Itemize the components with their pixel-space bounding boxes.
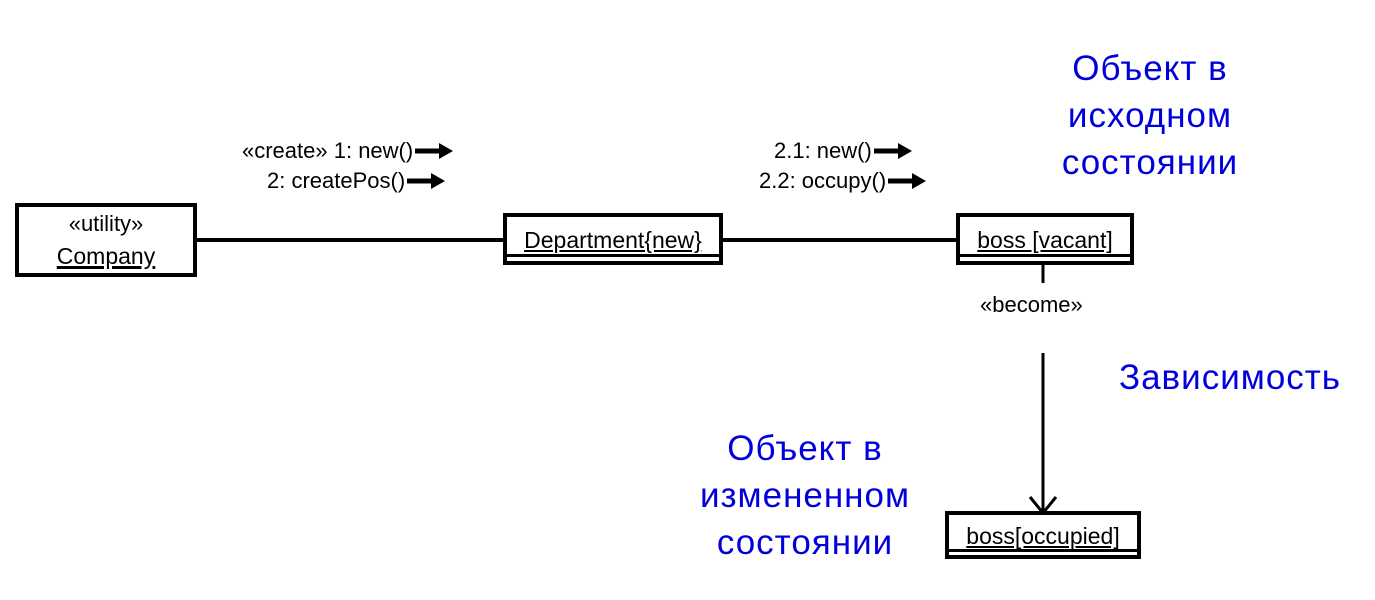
company-name: Company <box>56 243 156 269</box>
boss-vacant-name: boss [vacant] <box>977 227 1113 253</box>
boss-vacant-separator <box>960 254 1130 257</box>
boss-occupied-object[interactable]: boss[occupied] <box>945 511 1141 559</box>
message-create-pos: 2: createPos() <box>267 168 447 194</box>
boss-occupied-separator <box>949 549 1137 552</box>
message-create-new-label: «create» 1: new() <box>242 138 414 163</box>
note-dependency: Зависимость <box>1118 358 1342 397</box>
department-object[interactable]: Department{new} <box>503 213 723 265</box>
message-new: 2.1: new() <box>774 138 914 164</box>
company-stereotype: «utility» <box>68 211 144 236</box>
message-occupy: 2.2: occupy() <box>759 168 928 194</box>
note-changed-state: Объект в измененном состоянии <box>699 429 911 562</box>
boss-occupied-name: boss[occupied] <box>966 523 1120 549</box>
message-create-pos-label: 2: createPos() <box>267 168 406 193</box>
dependency-stereotype: «become» <box>980 292 1083 317</box>
company-object[interactable]: «utility» Company <box>15 203 197 277</box>
message-new-label: 2.1: new() <box>774 138 872 163</box>
message-occupy-label: 2.2: occupy() <box>759 168 887 193</box>
boss-vacant-object[interactable]: boss [vacant] <box>956 213 1134 265</box>
message-arrow-icon <box>888 173 927 189</box>
message-create-new: «create» 1: new() <box>242 138 455 164</box>
message-arrow-icon <box>415 143 454 159</box>
department-separator <box>507 254 719 257</box>
note-initial-state: Объект в исходном состоянии <box>1061 49 1239 182</box>
department-name: Department{new} <box>524 227 702 253</box>
message-arrow-icon <box>407 173 446 189</box>
message-arrow-icon <box>873 143 912 159</box>
